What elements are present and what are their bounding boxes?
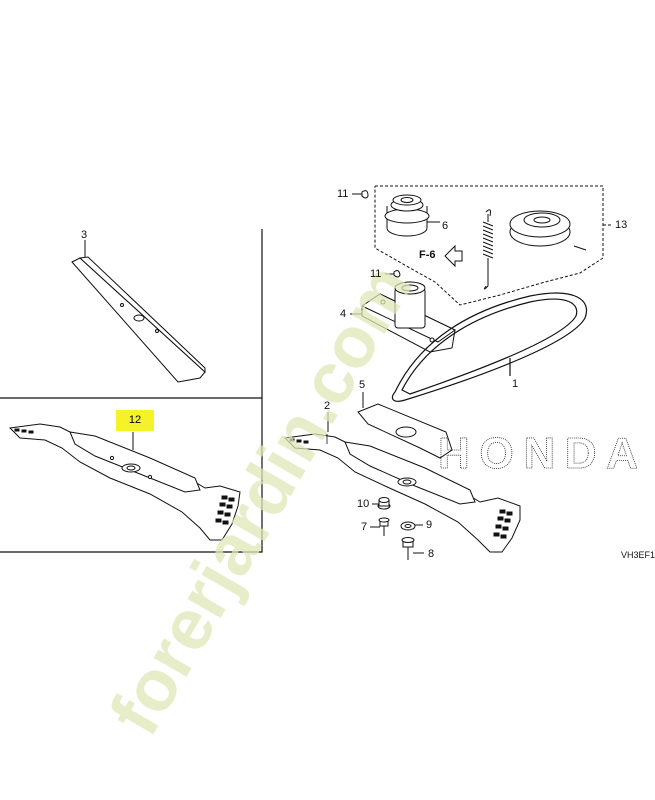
callout-8[interactable]: 8	[428, 548, 435, 560]
highlight-box	[116, 410, 154, 431]
callout-5[interactable]: 5	[359, 379, 366, 391]
callout-7[interactable]: 7	[361, 521, 368, 533]
belt-part-1	[391, 292, 587, 402]
straight-blade-part-3	[71, 240, 206, 383]
callout-6[interactable]: 6	[442, 220, 449, 232]
callout-4[interactable]: 4	[340, 308, 347, 320]
watermark-text: forerjardin.com	[95, 251, 428, 748]
adapter-plate-part-5	[357, 392, 453, 459]
fasteners	[370, 497, 424, 560]
tension-spring	[482, 209, 494, 290]
callout-12[interactable]: 12	[128, 414, 142, 426]
callout-1[interactable]: 1	[512, 378, 519, 390]
diagram-code: VH3EF1	[621, 550, 655, 560]
mulching-blade-part-12	[8, 423, 241, 541]
callout-3[interactable]: 3	[81, 229, 88, 241]
reference-label[interactable]: F-6	[419, 249, 436, 261]
callout-9[interactable]: 9	[426, 519, 433, 531]
callout-13[interactable]: 13	[615, 219, 628, 231]
callout-10[interactable]: 10	[357, 498, 370, 510]
clip-part-11	[352, 190, 401, 278]
callout-11-bottom[interactable]: 11	[370, 268, 382, 280]
reference-arrow	[444, 244, 463, 268]
callout-2[interactable]: 2	[324, 400, 331, 412]
drive-pulley-part-6	[384, 194, 440, 237]
idler-pulley	[509, 210, 587, 251]
bracket-part-4	[350, 281, 456, 353]
callout-11-top[interactable]: 11	[337, 188, 349, 200]
mulching-blade-part-2	[283, 412, 521, 553]
pulley-group-enclosure	[374, 185, 611, 306]
blade-enclosure	[0, 229, 263, 553]
